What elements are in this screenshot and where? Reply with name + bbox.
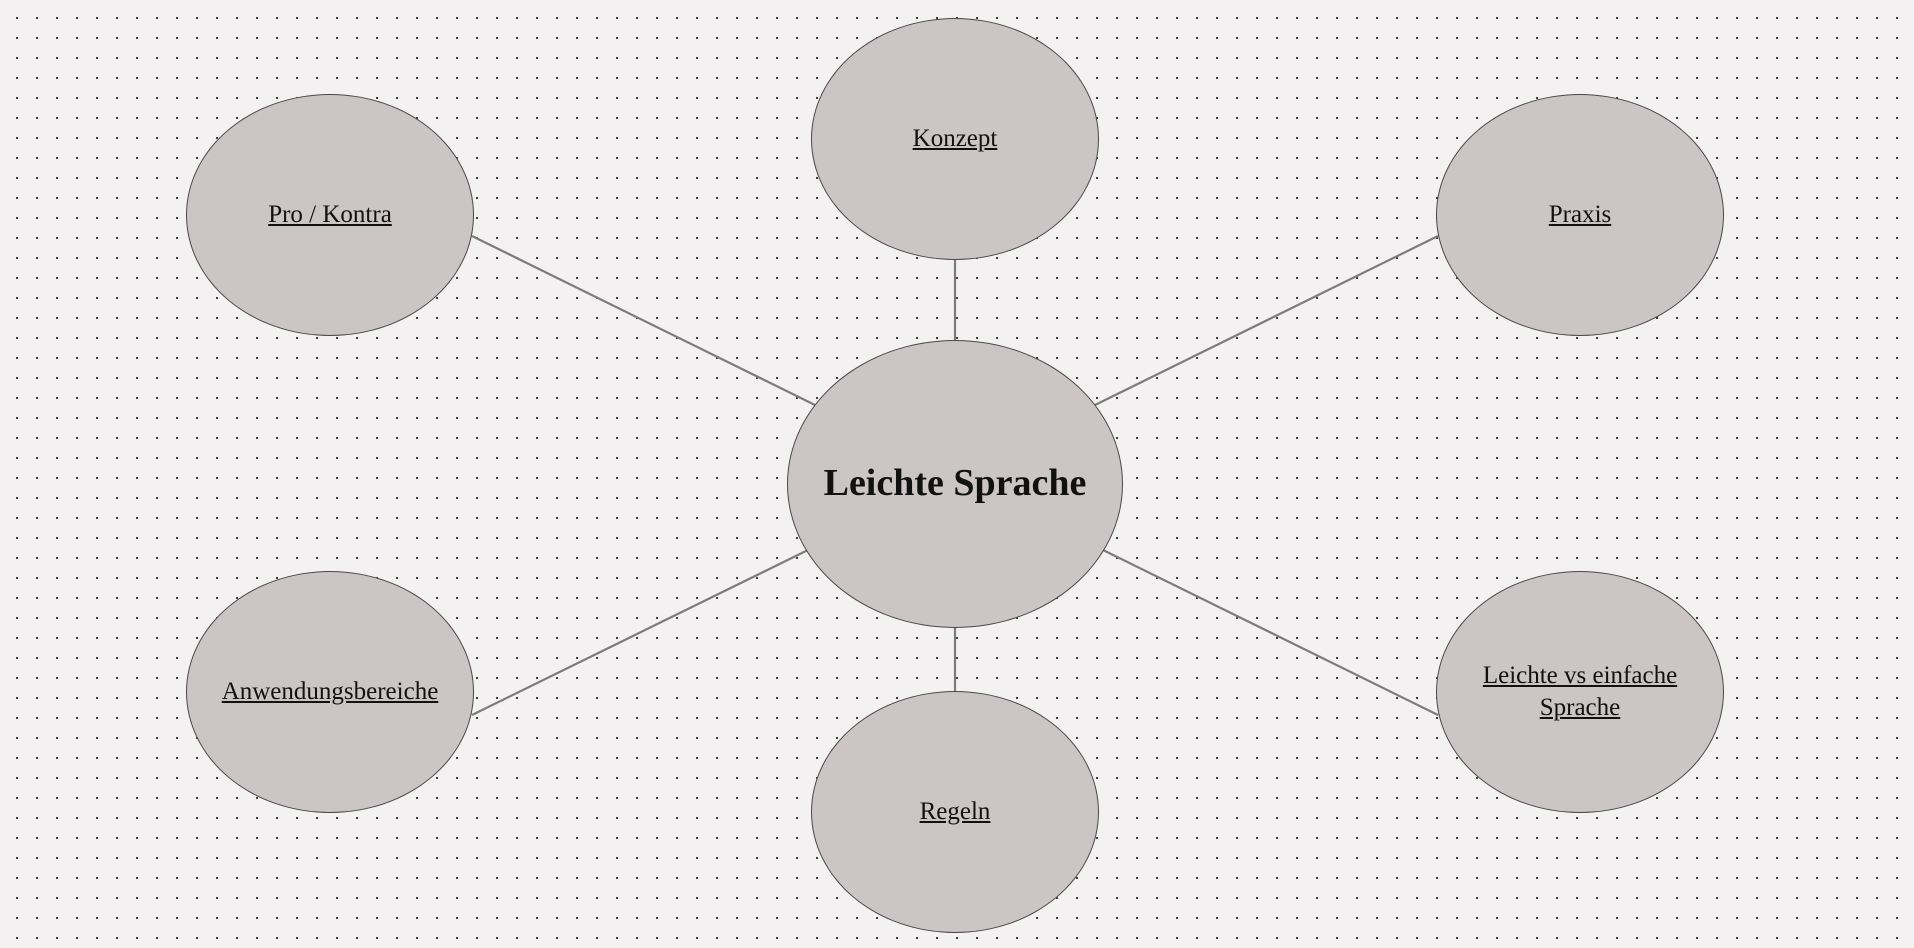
central-node-label: Leichte Sprache <box>823 462 1087 505</box>
topic-node-pro-kontra[interactable]: Pro / Kontra <box>186 94 474 336</box>
topic-link-regeln[interactable]: Regeln <box>919 797 991 825</box>
connector-praxis <box>1094 235 1439 406</box>
topic-link-pro-kontra[interactable]: Pro / Kontra <box>268 200 392 228</box>
connector-anwendung <box>471 549 809 716</box>
topic-link-konzept[interactable]: Konzept <box>912 124 998 152</box>
topic-node-leichte-vs-einfache-sprache[interactable]: Leichte vs einfache Sprache <box>1436 571 1724 813</box>
topic-link-leichte-vs-einfache-sprache[interactable]: Leichte vs einfache Sprache <box>1482 661 1678 722</box>
topic-node-konzept[interactable]: Konzept <box>811 18 1099 260</box>
topic-link-praxis[interactable]: Praxis <box>1548 200 1612 228</box>
topic-node-regeln[interactable]: Regeln <box>811 691 1099 933</box>
topic-node-anwendungsbereiche[interactable]: Anwendungsbereiche <box>186 571 474 813</box>
topic-link-anwendungsbereiche[interactable]: Anwendungsbereiche <box>221 677 439 705</box>
central-node: Leichte Sprache <box>787 340 1123 628</box>
connector-pro-kontra <box>471 235 816 406</box>
topic-node-praxis[interactable]: Praxis <box>1436 94 1724 336</box>
connector-leichte-vs <box>1102 549 1439 716</box>
